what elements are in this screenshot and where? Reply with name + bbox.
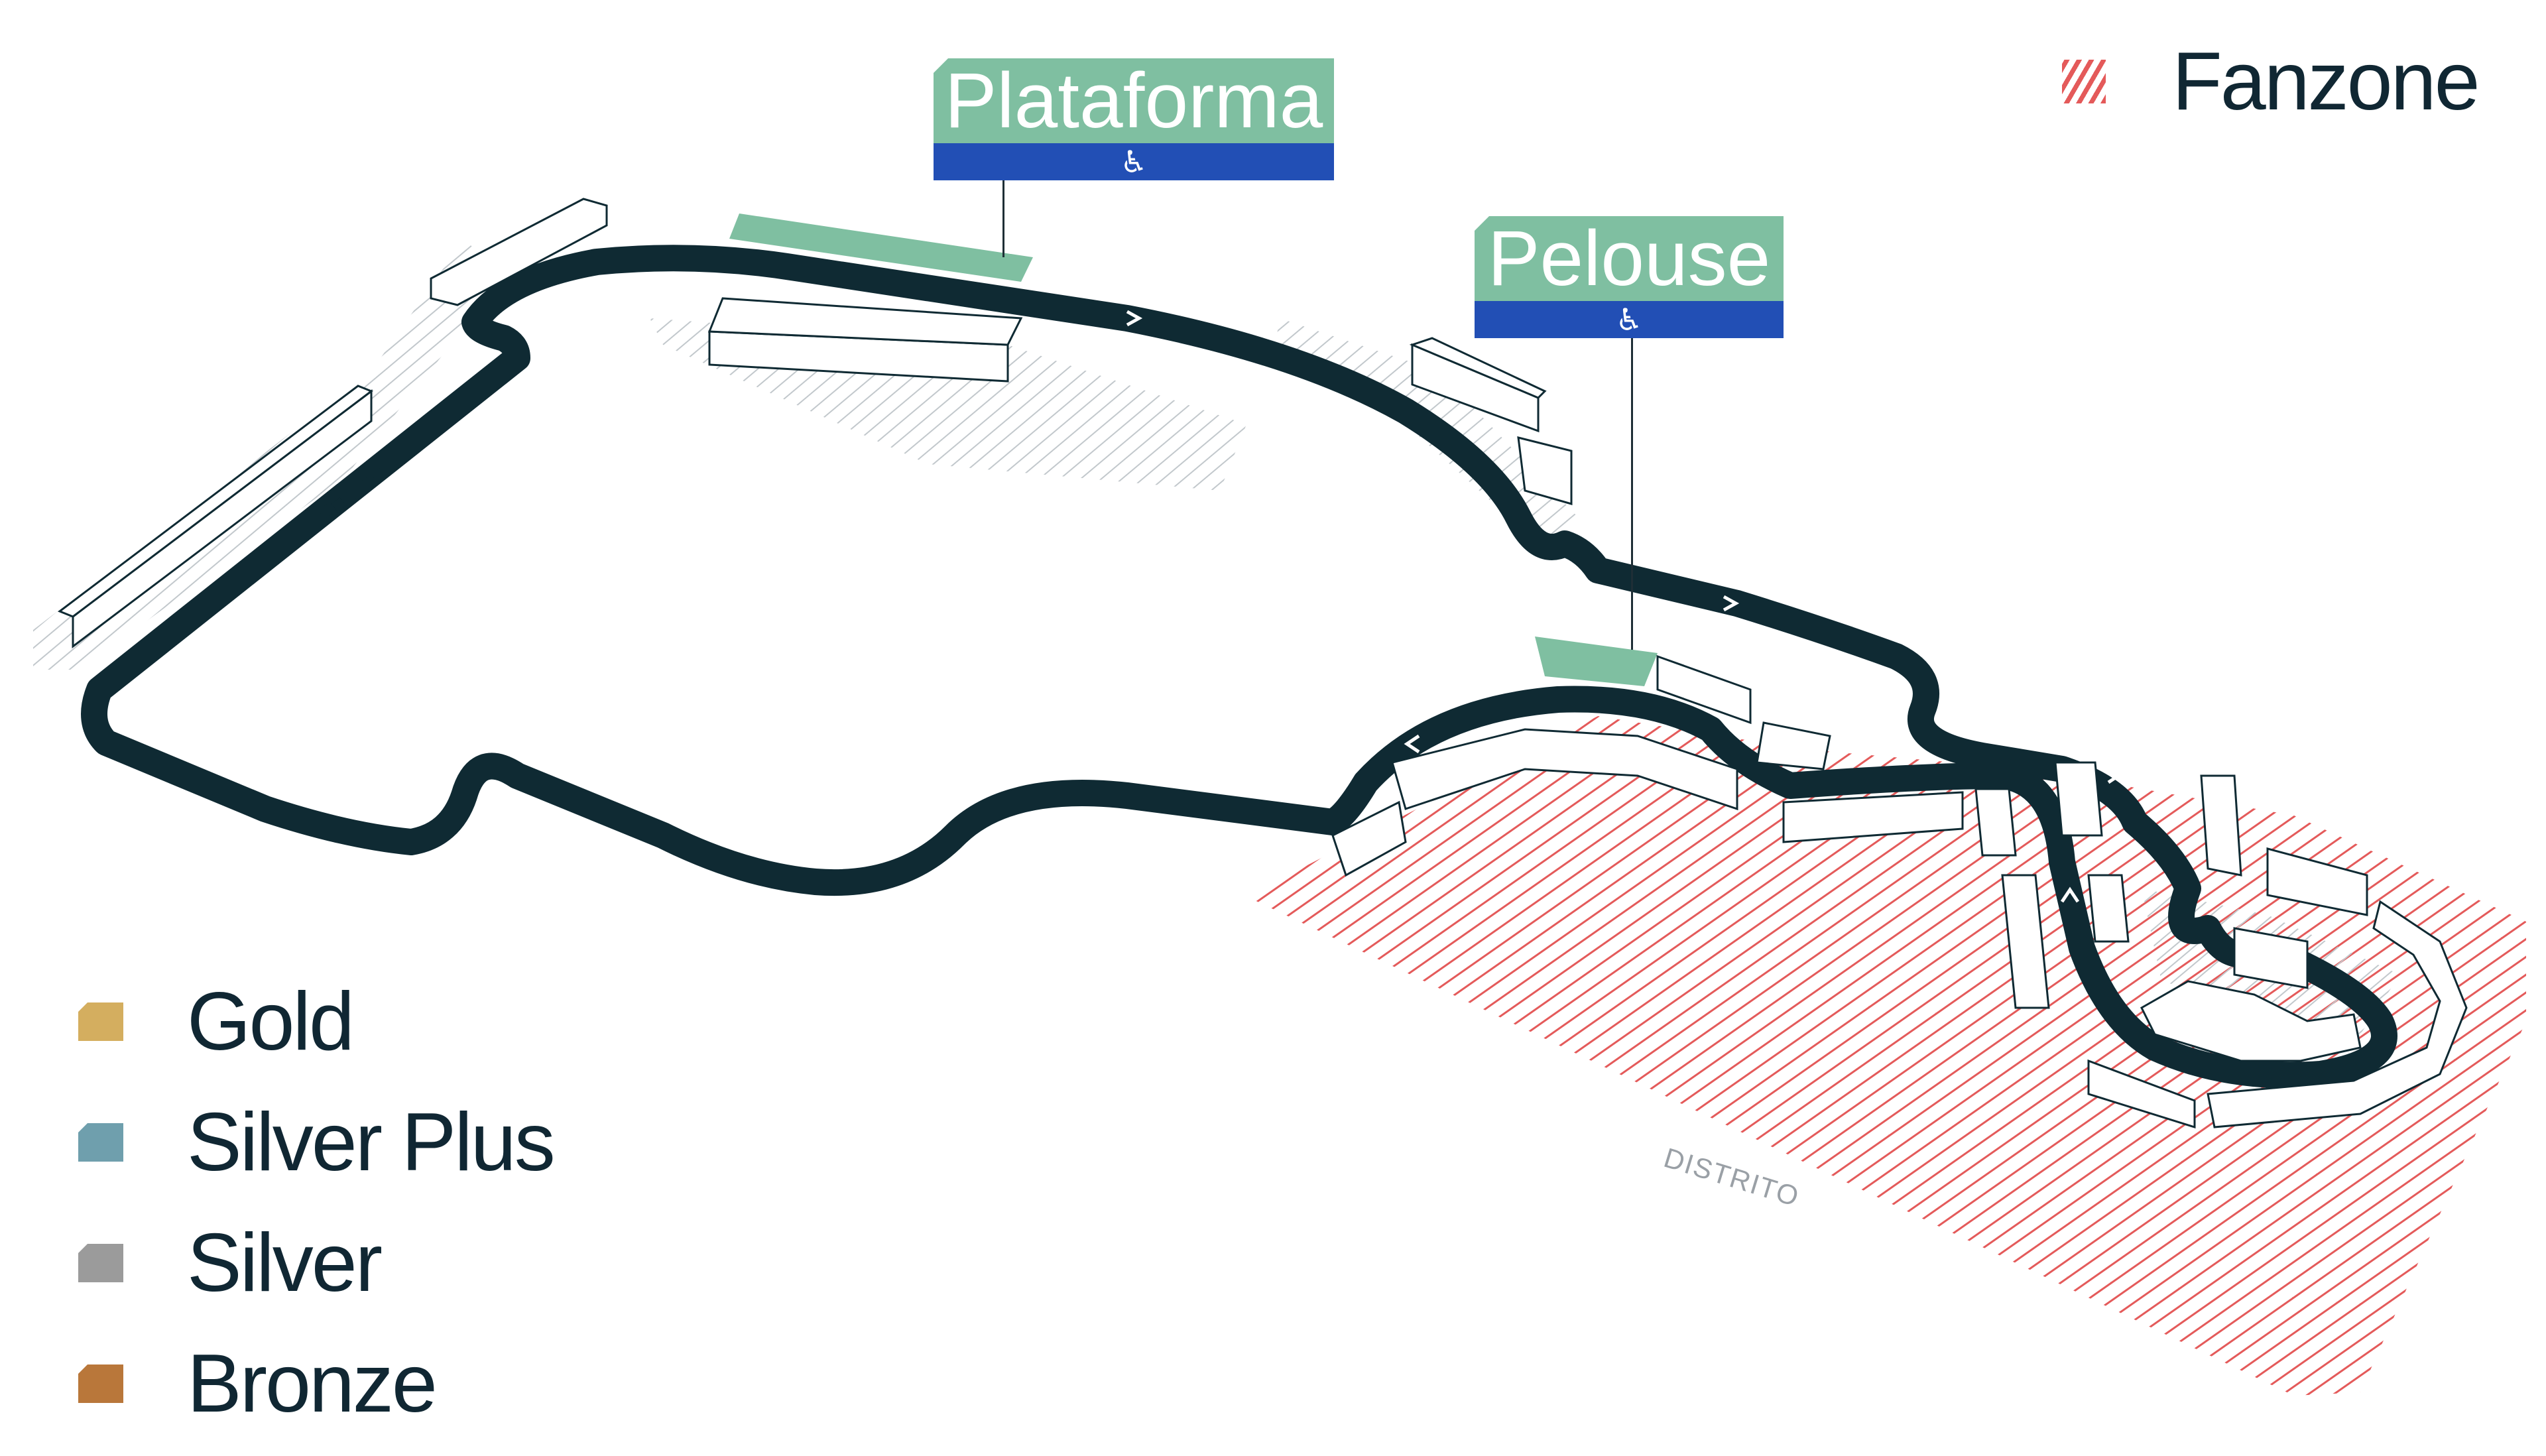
legend-swatch-bronze: [78, 1365, 123, 1403]
grandstand-stadium-ring-outer: [2207, 900, 2468, 1128]
legend-label-gold: Gold: [187, 976, 355, 1067]
plataforma-label: Plataforma: [934, 58, 1334, 143]
race-track: [81, 245, 2397, 1089]
grandstand-long: [1782, 791, 1964, 843]
legend-item-silver-plus: Silver Plus: [78, 1082, 556, 1203]
grandstand-pit-3: [2054, 761, 2103, 837]
grandstand-small-1: [1331, 800, 1407, 877]
pelouse-leader-line: [1631, 338, 1633, 650]
plataforma-tag: Plataforma ♿: [934, 58, 1334, 180]
legend-swatch-silver-plus: [78, 1123, 123, 1162]
pelouse-zone: [1535, 637, 1658, 686]
grandstand-stadium-ring-inner: [2140, 980, 2362, 1062]
grandstand-pit-2: [2001, 874, 2050, 1009]
fanzone-label: Fanzone: [2172, 36, 2480, 127]
grandstand-stadium-4: [2087, 1059, 2196, 1129]
grandstand-stadium-3: [2233, 927, 2309, 989]
legend-label-bronze: Bronze: [187, 1338, 438, 1429]
pelouse-access-bar: ♿: [1475, 301, 1784, 338]
direction-arrows: [660, 310, 2123, 903]
legend-swatch-silver: [78, 1244, 123, 1282]
fanzone-swatch: [2062, 60, 2106, 103]
pelouse-tag: Pelouse ♿: [1475, 216, 1784, 338]
grandstands: [57, 198, 2468, 1129]
fanzone-area: [1246, 716, 2526, 1396]
legend-swatch-gold: [78, 1002, 123, 1041]
legend-label-silver: Silver: [187, 1217, 383, 1309]
grandstand-small-2: [1656, 654, 1752, 725]
grandstand-mid-2: [1517, 436, 1573, 505]
grandstand-curve-main: [1391, 728, 1738, 811]
plataforma-leader-line: [1002, 180, 1004, 257]
wheelchair-icon: ♿: [1120, 144, 1148, 180]
plataforma-access-bar: ♿: [934, 143, 1334, 180]
grandstand-stadium-1: [2200, 774, 2242, 877]
legend-label-silver-plus: Silver Plus: [187, 1097, 556, 1188]
legend-item-gold: Gold: [78, 961, 554, 1082]
grandstand-t1: [430, 198, 608, 306]
plataforma-zone: [729, 213, 1033, 282]
fanzone-legend: Fanzone: [2062, 34, 2480, 129]
wheelchair-icon: ♿: [1615, 302, 1643, 337]
grandstand-small-3: [1756, 721, 1831, 770]
grandstand-pit-1: [1974, 788, 2017, 857]
legend-item-bronze: Bronze: [78, 1323, 554, 1444]
ticket-legend: Gold Silver Plus Silver Bronze: [78, 961, 556, 1444]
start-finish-line: [318, 468, 387, 519]
grandstand-stadium-2: [2266, 847, 2368, 916]
grandstand-pit-4: [2087, 874, 2130, 943]
pelouse-label: Pelouse: [1475, 216, 1784, 301]
legend-item-silver: Silver: [78, 1203, 554, 1323]
